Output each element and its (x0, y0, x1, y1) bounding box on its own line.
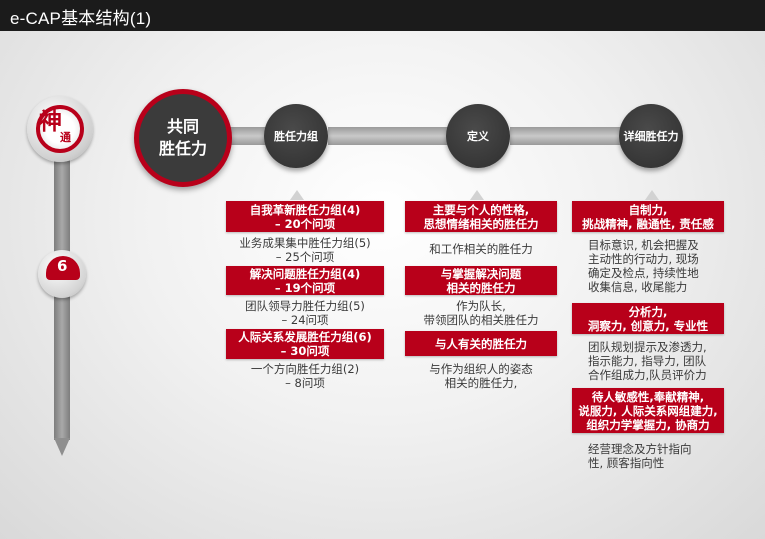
hub-label-line1: 共同 (166, 117, 199, 136)
definition-line: 带领团队的相关胜任力 (423, 313, 539, 327)
group-item: 人际关系发展胜任力组(6) – 30问项 (226, 329, 384, 359)
detail-line: 组织力学掌握力, 协商力 (586, 417, 710, 432)
detail-line: 目标意识, 机会把握及 (588, 238, 699, 252)
definition-line: 和工作相关的胜任力 (429, 242, 533, 256)
definition-item: 主要与个人的性格, 思想情绪相关的胜任力 (405, 201, 557, 232)
node-definition-label: 定义 (467, 130, 489, 143)
pointer-definition (470, 190, 484, 200)
definition-line: 主要与个人的性格, (432, 202, 530, 217)
group-item-count: – 19个问项 (274, 280, 336, 295)
definition-line: 相关的胜任力, (444, 376, 518, 390)
title-bar: e-CAP基本结构(1) (0, 0, 765, 31)
detail-item: 待人敏感性,奉献精神, 说服力, 人际关系网组建力, 组织力学掌握力, 协商力 (572, 388, 724, 433)
detail-line: 挑战精神, 融通性, 责任感 (582, 216, 714, 231)
definition-line: 与人有关的胜任力 (435, 336, 527, 351)
detail-line: 分析力, (628, 304, 668, 319)
step-number: 6 (57, 257, 68, 275)
group-item-title: 一个方向胜任力组(2) (250, 362, 360, 376)
detail-line: 主动性的行动力, 现场 (588, 252, 699, 266)
timeline-arrow-tip (54, 438, 70, 456)
group-item: 自我革新胜任力组(4) – 20个问项 (226, 201, 384, 232)
detail-line: 确定及检点, 持续性地 (588, 266, 699, 280)
group-item-count: – 25个问项 (275, 250, 335, 264)
definition-item: 作为队长, 带领团队的相关胜任力 (400, 299, 562, 327)
connector-1 (226, 127, 266, 145)
detail-item: 分析力, 洞察力, 创意力, 专业性 (572, 303, 724, 334)
shen-badge-main-char: 神 (39, 109, 62, 135)
definition-item: 和工作相关的胜任力 (400, 242, 562, 256)
definition-line: 相关的胜任力 (446, 280, 516, 295)
definition-line: 作为队长, (456, 299, 506, 313)
group-item-title: 团队领导力胜任力组(5) (245, 299, 365, 313)
pointer-detail-competency (645, 190, 659, 200)
definition-line: 与作为组织人的姿态 (429, 362, 533, 376)
group-item-count: – 30问项 (280, 344, 330, 358)
group-item-title: 自我革新胜任力组(4) (249, 202, 361, 217)
hub-circle (134, 89, 232, 187)
group-item: 解决问题胜任力组(4) – 19个问项 (226, 266, 384, 295)
detail-line: 洞察力, 创意力, 专业性 (587, 318, 709, 333)
page-title: e-CAP基本结构(1) (10, 9, 152, 28)
definition-item: 与掌握解决问题 相关的胜任力 (405, 266, 557, 295)
connector-2 (328, 127, 448, 145)
node-competency-group-label: 胜任力组 (274, 130, 318, 143)
detail-item: 目标意识, 机会把握及 主动性的行动力, 现场 确定及检点, 持续性地 收集信息… (588, 238, 738, 294)
shen-badge-sub-char: 通 (60, 131, 71, 144)
detail-line: 待人敏感性,奉献精神, (591, 389, 705, 404)
node-detail-competency: 详细胜任力 (619, 104, 683, 168)
connector-3 (510, 127, 622, 145)
detail-item: 经营理念及方针指向 性, 顾客指向性 (588, 442, 738, 470)
definition-item: 与人有关的胜任力 (405, 331, 557, 356)
group-item-count: – 8问项 (285, 376, 325, 390)
definition-item: 与作为组织人的姿态 相关的胜任力, (400, 362, 562, 390)
group-item: 业务成果集中胜任力组(5) – 25个问项 (222, 236, 388, 264)
detail-item: 自制力, 挑战精神, 融通性, 责任感 (572, 201, 724, 232)
detail-line: 合作组成力,队员评价力 (588, 368, 707, 382)
shen-badge (36, 105, 84, 153)
detail-line: 性, 顾客指向性 (588, 456, 665, 470)
pointer-competency-group (290, 190, 304, 200)
group-item-count: – 24问项 (281, 313, 329, 327)
detail-line: 指示能力, 指导力, 团队 (588, 354, 707, 368)
detail-line: 经营理念及方针指向 (588, 442, 692, 456)
detail-item: 团队规划提示及渗透力, 指示能力, 指导力, 团队 合作组成力,队员评价力 (588, 340, 738, 382)
detail-line: 团队规划提示及渗透力, (588, 340, 707, 354)
group-item-title: 业务成果集中胜任力组(5) (239, 236, 371, 250)
group-item-title: 人际关系发展胜任力组(6) (238, 330, 372, 344)
node-definition: 定义 (446, 104, 510, 168)
definition-line: 思想情绪相关的胜任力 (423, 216, 539, 231)
definition-line: 与掌握解决问题 (440, 266, 522, 281)
hub-label: 共同 胜任力 (144, 116, 222, 160)
group-item-title: 解决问题胜任力组(4) (249, 266, 361, 281)
group-item: 团队领导力胜任力组(5) – 24问项 (222, 299, 388, 327)
group-item-count: – 20个问项 (274, 216, 336, 231)
detail-line: 收集信息, 收尾能力 (588, 280, 688, 294)
hub-label-line2: 胜任力 (158, 139, 207, 158)
group-item: 一个方向胜任力组(2) – 8问项 (222, 362, 388, 390)
step-badge (46, 256, 80, 280)
detail-line: 自制力, (628, 202, 668, 217)
node-competency-group: 胜任力组 (264, 104, 328, 168)
node-detail-competency-label: 详细胜任力 (623, 130, 679, 143)
detail-line: 说服力, 人际关系网组建力, (578, 403, 718, 418)
